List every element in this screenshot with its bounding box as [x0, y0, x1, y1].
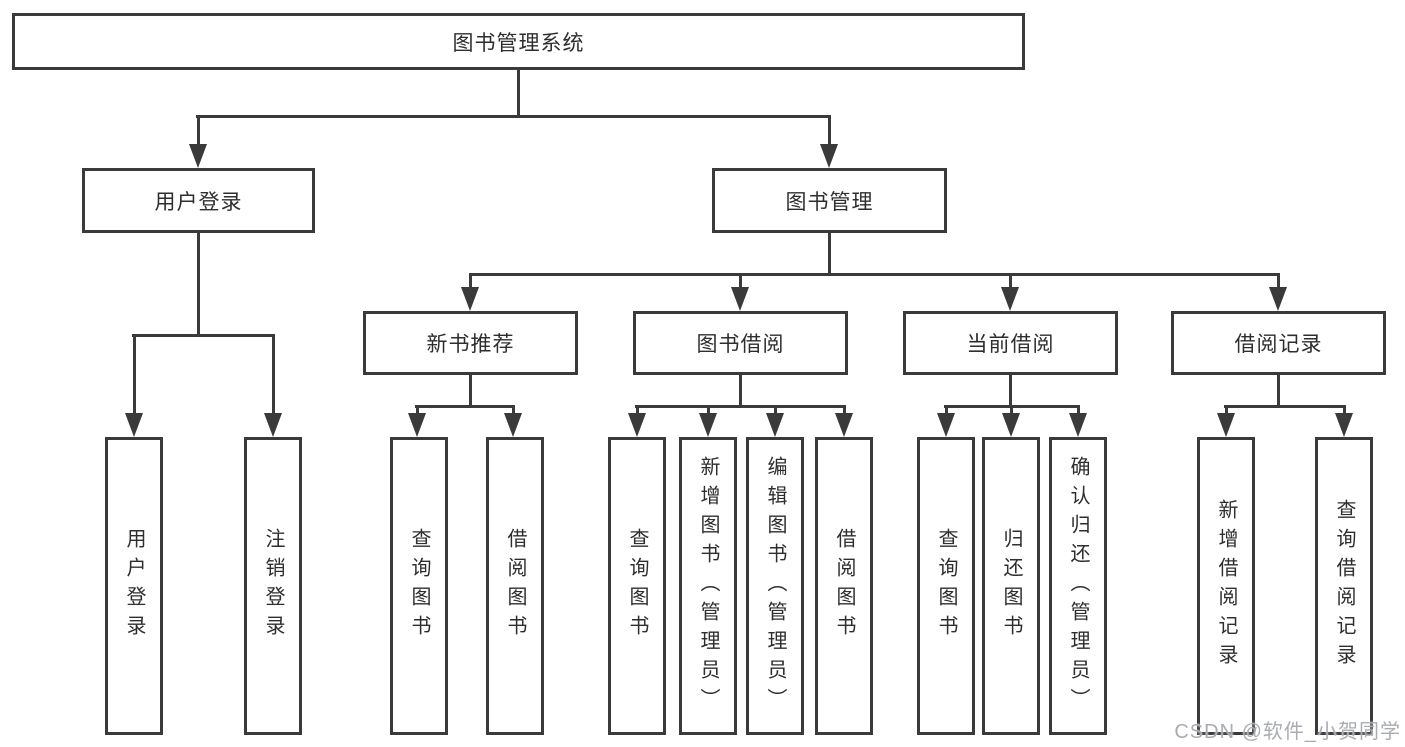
- node-book-mgmt: 图书管理: [712, 168, 947, 233]
- leaf-current-return-books: 归还图书: [982, 437, 1040, 735]
- connector-line: [469, 273, 472, 289]
- connector-line: [739, 375, 742, 408]
- leaf-current-confirm-return-admin: 确认归还（管理员）: [1049, 437, 1107, 735]
- connector-line: [1009, 375, 1012, 408]
- connector-line: [1224, 405, 1346, 408]
- leaf-current-query-books: 查询图书: [917, 437, 975, 735]
- connector-line: [1277, 375, 1280, 408]
- connector-line: [1010, 405, 1013, 418]
- node-borrow-records: 借阅记录: [1171, 311, 1386, 375]
- connector-line: [635, 405, 846, 408]
- connector-line: [636, 405, 639, 418]
- arrow-down-icon: [1269, 287, 1287, 311]
- connector-line: [469, 375, 472, 408]
- node-user-login: 用户登录: [82, 168, 315, 233]
- leaf-borrow-add-books-admin: 新增图书（管理员）: [679, 437, 737, 735]
- node-current-borrow: 当前借阅: [903, 311, 1118, 375]
- leaf-label: 查询借阅记录: [1333, 499, 1355, 673]
- connector-line: [416, 405, 419, 418]
- leaf-label: 归还图书: [1000, 528, 1022, 644]
- connector-line: [1225, 405, 1228, 418]
- arrow-down-icon: [699, 413, 717, 437]
- leaf-label: 注销登录: [262, 528, 284, 644]
- connector-line: [272, 334, 275, 418]
- arrow-down-icon: [1335, 413, 1353, 437]
- leaf-user-login-login: 用户登录: [105, 437, 163, 735]
- connector-line: [945, 405, 948, 418]
- connector-line: [707, 405, 710, 418]
- leaf-label: 确认归还（管理员）: [1067, 455, 1089, 717]
- node-root: 图书管理系统: [12, 13, 1025, 70]
- leaf-borrow-borrow-books: 借阅图书: [815, 437, 873, 735]
- connector-line: [517, 69, 520, 118]
- arrow-down-icon: [264, 413, 282, 437]
- connector-line: [133, 334, 136, 418]
- leaf-label: 借阅图书: [833, 528, 855, 644]
- connector-line: [196, 115, 831, 118]
- leaf-borrow-edit-books-admin: 编辑图书（管理员）: [746, 437, 804, 735]
- leaf-label: 查询图书: [408, 528, 430, 644]
- leaf-newrec-query-books: 查询图书: [390, 437, 448, 735]
- arrow-down-icon: [1217, 413, 1235, 437]
- arrow-down-icon: [1069, 413, 1087, 437]
- leaf-records-add-record: 新增借阅记录: [1197, 437, 1255, 735]
- arrow-down-icon: [1001, 287, 1019, 311]
- leaf-borrow-query-books: 查询图书: [608, 437, 666, 735]
- arrow-down-icon: [408, 413, 426, 437]
- leaf-label: 查询图书: [935, 528, 957, 644]
- watermark: CSDN @软件_小贺同学: [1174, 721, 1401, 743]
- leaf-label: 借阅图书: [504, 528, 526, 644]
- arrow-down-icon: [766, 413, 784, 437]
- connector-line: [828, 115, 831, 148]
- connector-line: [828, 233, 831, 276]
- leaf-label: 用户登录: [123, 528, 145, 644]
- node-book-borrow: 图书借阅: [633, 311, 848, 375]
- connector-line: [197, 233, 200, 337]
- arrow-down-icon: [820, 144, 838, 168]
- connector-line: [774, 405, 777, 418]
- leaf-label: 编辑图书（管理员）: [764, 455, 786, 717]
- connector-line: [739, 273, 742, 289]
- connector-line: [469, 273, 1280, 276]
- arrow-down-icon: [504, 413, 522, 437]
- connector-line: [132, 334, 275, 337]
- connector-line: [1277, 273, 1280, 289]
- connector-line: [197, 115, 200, 148]
- node-new-book-rec: 新书推荐: [363, 311, 578, 375]
- arrow-down-icon: [731, 287, 749, 311]
- connector-line: [1077, 405, 1080, 418]
- leaf-newrec-borrow-books: 借阅图书: [486, 437, 544, 735]
- arrow-down-icon: [835, 413, 853, 437]
- arrow-down-icon: [1002, 413, 1020, 437]
- leaf-label: 新增借阅记录: [1215, 499, 1237, 673]
- arrow-down-icon: [937, 413, 955, 437]
- leaf-label: 新增图书（管理员）: [697, 455, 719, 717]
- leaf-records-query-record: 查询借阅记录: [1315, 437, 1373, 735]
- connector-line: [843, 405, 846, 418]
- connector-line: [1343, 405, 1346, 418]
- leaf-user-login-logout: 注销登录: [244, 437, 302, 735]
- connector-line: [512, 405, 515, 418]
- leaf-label: 查询图书: [626, 528, 648, 644]
- arrow-down-icon: [125, 413, 143, 437]
- connector-line: [415, 405, 515, 408]
- arrow-down-icon: [189, 144, 207, 168]
- arrow-down-icon: [461, 287, 479, 311]
- arrow-down-icon: [628, 413, 646, 437]
- connector-line: [1009, 273, 1012, 289]
